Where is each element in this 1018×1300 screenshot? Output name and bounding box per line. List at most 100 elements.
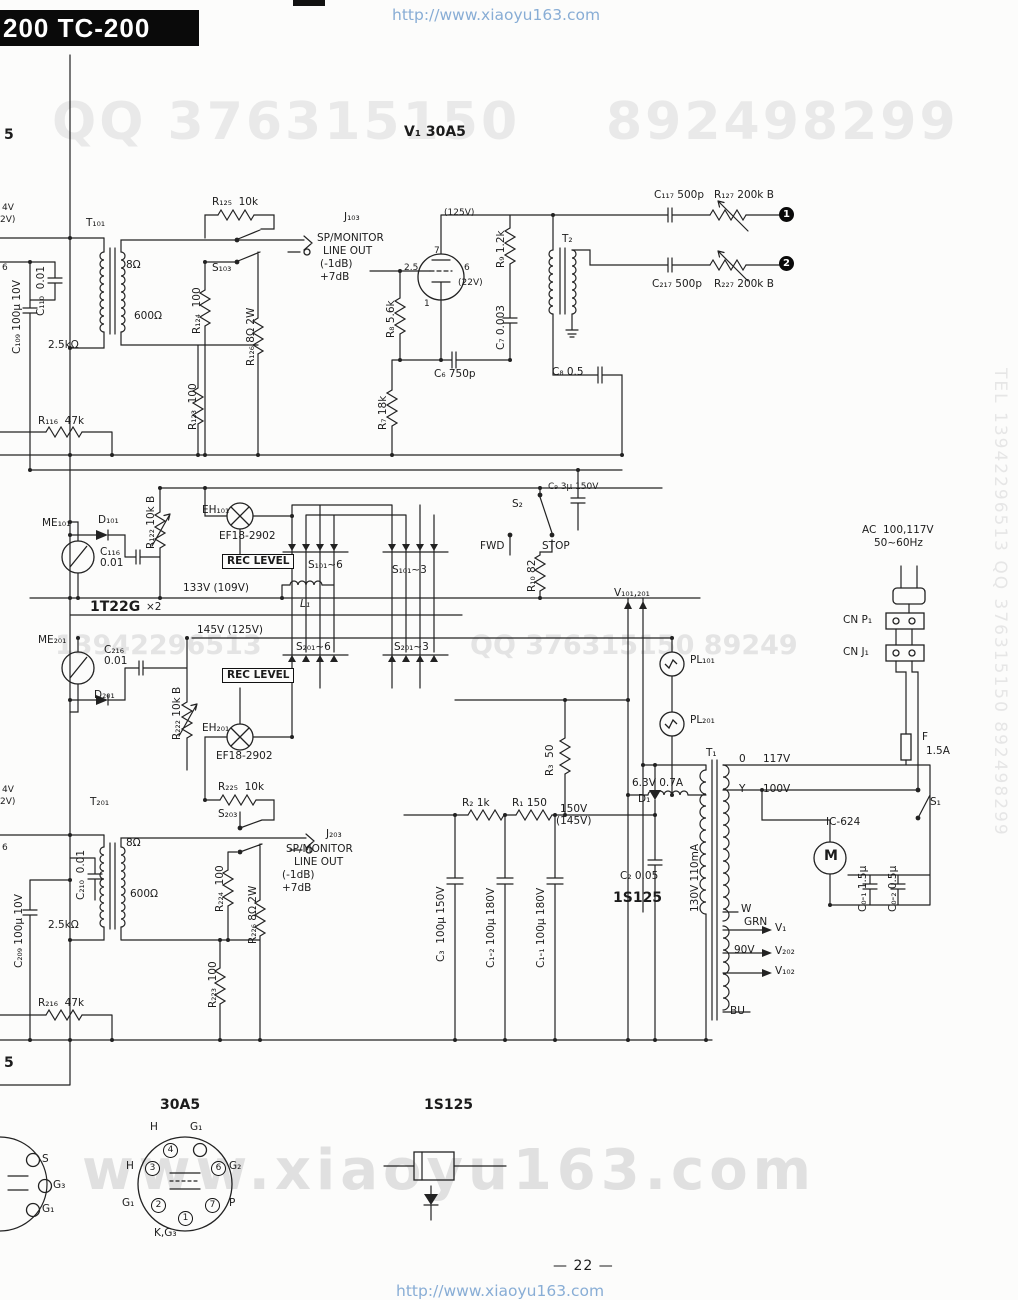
c110-label: C₁₁₀ 0.01	[35, 265, 47, 316]
j203-minus1db: (-1dB)	[282, 869, 315, 881]
pin-g1-left: G₁	[122, 1197, 135, 1209]
watermark-url-bottom: http://www.xiaoyu163.com	[396, 1282, 605, 1300]
ac-rating-1: AC 100,117V	[862, 524, 934, 536]
page-number: — 22 —	[553, 1258, 614, 1274]
pin-4: 4	[163, 1143, 178, 1158]
pin-h-top: H	[150, 1121, 158, 1133]
speaker-impedance-1: 8Ω	[126, 259, 141, 271]
r122-label: R₁₂₂ 10k B	[145, 495, 157, 549]
tap-90v: 90V	[734, 944, 755, 956]
output-1-badge: 1	[779, 207, 794, 222]
winding-25k-2: 2.5kΩ	[48, 919, 79, 931]
output-2-badge: 2	[779, 256, 794, 271]
b-voltage-2: (145V)	[556, 815, 592, 827]
c7-label: C₇ 0.003	[495, 305, 507, 350]
c109-label: C₁₀₉ 100µ 10V	[11, 280, 23, 354]
speaker-impedance-2: 8Ω	[126, 837, 141, 849]
cn-j1-label: CN J₁	[843, 646, 869, 658]
r1-label: R₁ 150	[512, 797, 547, 809]
me101-label: ME₁₀₁	[42, 517, 71, 529]
s203-label: S₂₀₃	[218, 808, 238, 820]
r223-label: R₂₂₃ 100	[207, 961, 219, 1008]
r224-label: R₂₂₄ 100	[214, 865, 226, 912]
l1-label: L₁	[300, 598, 311, 610]
diode-1s125-title: 1S125	[424, 1097, 474, 1113]
j203-line-out: LINE OUT	[294, 856, 344, 868]
r126-label: R₁₂₆ 8Ω 2W	[245, 307, 257, 366]
s1-label: S₁	[930, 796, 941, 808]
j103-label: J₁₀₃	[344, 211, 360, 223]
eh201-type: EF18-2902	[216, 750, 273, 762]
j103-plus7db: +7dB	[320, 271, 350, 283]
watermark-big-bottom: www.xiaoyu163.com	[82, 1138, 817, 1203]
eh101-type: EF18-2902	[219, 530, 276, 542]
d1-type: 1S125	[613, 890, 663, 906]
tap-v202: V₂₀₂	[775, 945, 795, 957]
pin-6: 6	[211, 1161, 226, 1176]
tap-v1: V₁	[775, 922, 787, 934]
cn-p1-label: CN P₁	[843, 614, 873, 626]
r216-label: R₂₁₆ 47k	[38, 997, 85, 1009]
rail-voltage-1: 133V (109V)	[183, 582, 249, 594]
r222-label: R₂₂₂ 10k B	[171, 686, 183, 740]
r125-label: R₁₂₅ 10k	[212, 196, 259, 208]
v101-201-label: V₁₀₁,₂₀₁	[614, 587, 650, 599]
pin-g1-top: G₁	[190, 1121, 203, 1133]
b-voltage-1: 150V	[560, 803, 588, 815]
pin-h-left: H	[126, 1160, 134, 1172]
rec-level-1: REC LEVEL	[222, 554, 295, 570]
s201-3-label: S₂₀₁~3	[394, 641, 429, 653]
edge-voltage-3: 4V	[2, 785, 14, 795]
d201-label: D₂₀₁	[94, 689, 115, 701]
v1-cathode-voltage: (22V)	[458, 278, 483, 288]
left-tube-pin-g1: G₁	[42, 1203, 55, 1215]
j203-label: J₂₀₃	[326, 828, 342, 840]
j203-plus7db: +7dB	[282, 882, 312, 894]
c116-label: C₁₁₆	[100, 546, 120, 558]
pin-3: 3	[145, 1161, 160, 1176]
rec-level-2: REC LEVEL	[222, 668, 295, 684]
c6-label: C₆ 750p	[434, 368, 476, 380]
c1-2-label: C₁-₂ 100µ 180V	[485, 887, 497, 968]
edge-voltage-2: 2V)	[0, 215, 16, 225]
r127-label: R₁₂₇ 200k B	[714, 189, 774, 201]
r116-label: R₁₁₆ 47k	[38, 415, 85, 427]
tube-30a5-title: 30A5	[160, 1097, 201, 1113]
eh101-label: EH₁₀₁	[202, 504, 230, 516]
winding-25k-1: 2.5kΩ	[48, 339, 79, 351]
fuse-label: F	[922, 731, 929, 743]
left-tube-pin-s: S	[42, 1153, 49, 1165]
pl201-label: PL₂₀₁	[690, 714, 715, 726]
watermark-mid-right: QQ 376315150 89249	[470, 630, 798, 661]
plate-voltage: (125V)	[444, 208, 475, 218]
eh201-label: EH₂₀₁	[202, 722, 230, 734]
edge-voltage-1: 4V	[2, 203, 14, 213]
t2-label: T₂	[562, 233, 573, 245]
tap-v102: V₁₀₂	[775, 965, 795, 977]
c8-label: C₈ 0.5	[552, 366, 584, 378]
c217-label: C₂₁₇ 500p	[652, 278, 703, 290]
left-tube-pin-g3: G₃	[53, 1179, 66, 1191]
pin-2: 2	[151, 1198, 166, 1213]
tap-y: Y	[739, 783, 746, 795]
diode-qty: ×2	[146, 601, 162, 613]
c2-label: C₂ 0.05	[620, 870, 659, 882]
watermark-qq-right: 892498299	[606, 92, 959, 152]
edge-fragment-2: 6	[2, 843, 8, 853]
tap-bu: BU	[730, 1005, 745, 1017]
r7-label: R₇ 18k	[377, 395, 389, 430]
s101-6-label: S₁₀₁~6	[308, 559, 343, 571]
pin-7: 7	[205, 1198, 220, 1213]
c1-1-label: C₁-₁ 100µ 180V	[535, 887, 547, 968]
j103-line-out: LINE OUT	[323, 245, 373, 257]
c0-2-label: C₀-₂ 0.5µ	[887, 865, 899, 912]
v1-pin1: 1	[424, 299, 430, 309]
watermark-url-top: http://www.xiaoyu163.com	[392, 6, 601, 24]
s101-3-label: S₁₀₁~3	[392, 564, 427, 576]
d101-label: D₁₀₁	[98, 514, 119, 526]
fuse-rating: 1.5A	[926, 745, 950, 757]
watermark-mid-left: 13942296513	[55, 630, 262, 661]
